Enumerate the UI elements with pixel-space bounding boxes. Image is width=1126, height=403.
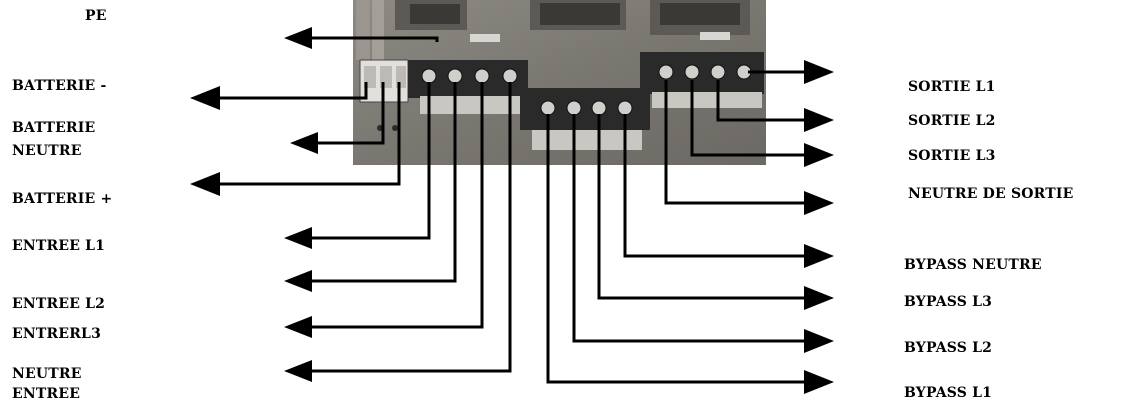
- label-sortie-l1: SORTIE L1: [908, 79, 996, 96]
- label-neutre-entree-line1: NEUTRE: [12, 366, 82, 383]
- bypass-terminal-block: [520, 88, 650, 150]
- label-batterie-minus: BATTERIE -: [12, 78, 106, 95]
- label-bypass-l3: BYPASS L3: [904, 294, 992, 311]
- wire-batterie-minus: [218, 82, 366, 98]
- label-entree-l3: ENTRERL3: [12, 326, 101, 343]
- label-batterie-neutre-line1: BATTERIE: [12, 120, 95, 137]
- left-arrowheads: [190, 27, 318, 382]
- arrow-neutre-sortie: [804, 191, 834, 215]
- output-terminal-block: [640, 52, 764, 108]
- arrow-bypass-l1: [804, 370, 834, 394]
- label-bypass-neutre: BYPASS NEUTRE: [904, 257, 1042, 274]
- arrow-pe: [284, 27, 312, 49]
- label-entree-l2: ENTREE L2: [12, 296, 105, 313]
- right-arrowheads: [804, 60, 834, 394]
- arrow-entree-l2: [284, 270, 312, 292]
- label-bypass-l1: BYPASS L1: [904, 385, 992, 402]
- arrow-bypass-l3: [804, 286, 834, 310]
- arrow-entree-l1: [284, 227, 312, 249]
- label-batterie-neutre-line2: NEUTRE: [12, 143, 82, 160]
- label-sortie-l2: SORTIE L2: [908, 113, 996, 130]
- arrow-sortie-l1: [804, 60, 834, 84]
- label-sortie-l3: SORTIE L3: [908, 148, 996, 165]
- label-neutre-entree-line2: ENTREE: [12, 386, 80, 403]
- label-pe: PE: [85, 8, 107, 25]
- arrow-bypass-neutre: [804, 244, 834, 268]
- label-bypass-l2: BYPASS L2: [904, 340, 992, 357]
- arrow-batterie-minus: [190, 86, 220, 110]
- label-entree-l1: ENTREE L1: [12, 238, 105, 255]
- arrow-batterie-neutre: [290, 132, 318, 154]
- arrow-neutre-entree: [284, 360, 312, 382]
- arrow-batterie-plus: [190, 172, 220, 196]
- arrow-sortie-l2: [804, 108, 834, 132]
- arrow-bypass-l2: [804, 329, 834, 353]
- label-batterie-plus: BATTERIE +: [12, 191, 112, 208]
- arrow-entree-l3: [284, 316, 312, 338]
- label-neutre-de-sortie: NEUTRE DE SORTIE: [908, 186, 1074, 203]
- arrow-sortie-l3: [804, 143, 834, 167]
